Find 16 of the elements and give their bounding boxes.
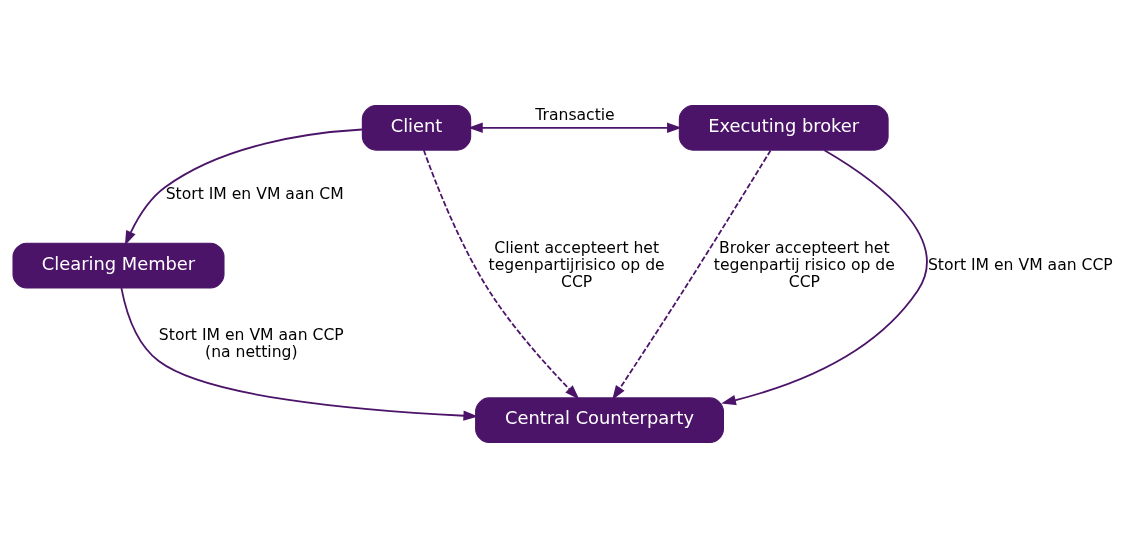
edge-label: Stort IM en VM aan CCP	[927, 255, 1113, 274]
node-box: Executing broker	[678, 104, 889, 151]
arrow	[120, 287, 479, 421]
node-box: Clearing Member	[12, 242, 225, 289]
node-box: Central Counterparty	[475, 397, 724, 444]
arrow	[721, 149, 928, 406]
arrow	[124, 128, 363, 246]
arrow	[612, 149, 772, 401]
edge-label: Stort IM en VM aan CM	[165, 185, 344, 204]
arrow	[468, 122, 682, 133]
edge-label: Stort IM en VM aan CCP (na netting)	[158, 326, 344, 361]
edge-label: Broker accepteert het tegenpartij risico op de CCP	[713, 239, 895, 291]
edge-label: Transactie	[535, 106, 615, 125]
node-box: Client	[361, 104, 472, 151]
edge-label: Client accepteert het tegenpartijrisico op de CCP	[488, 239, 665, 291]
arrow	[422, 149, 580, 400]
